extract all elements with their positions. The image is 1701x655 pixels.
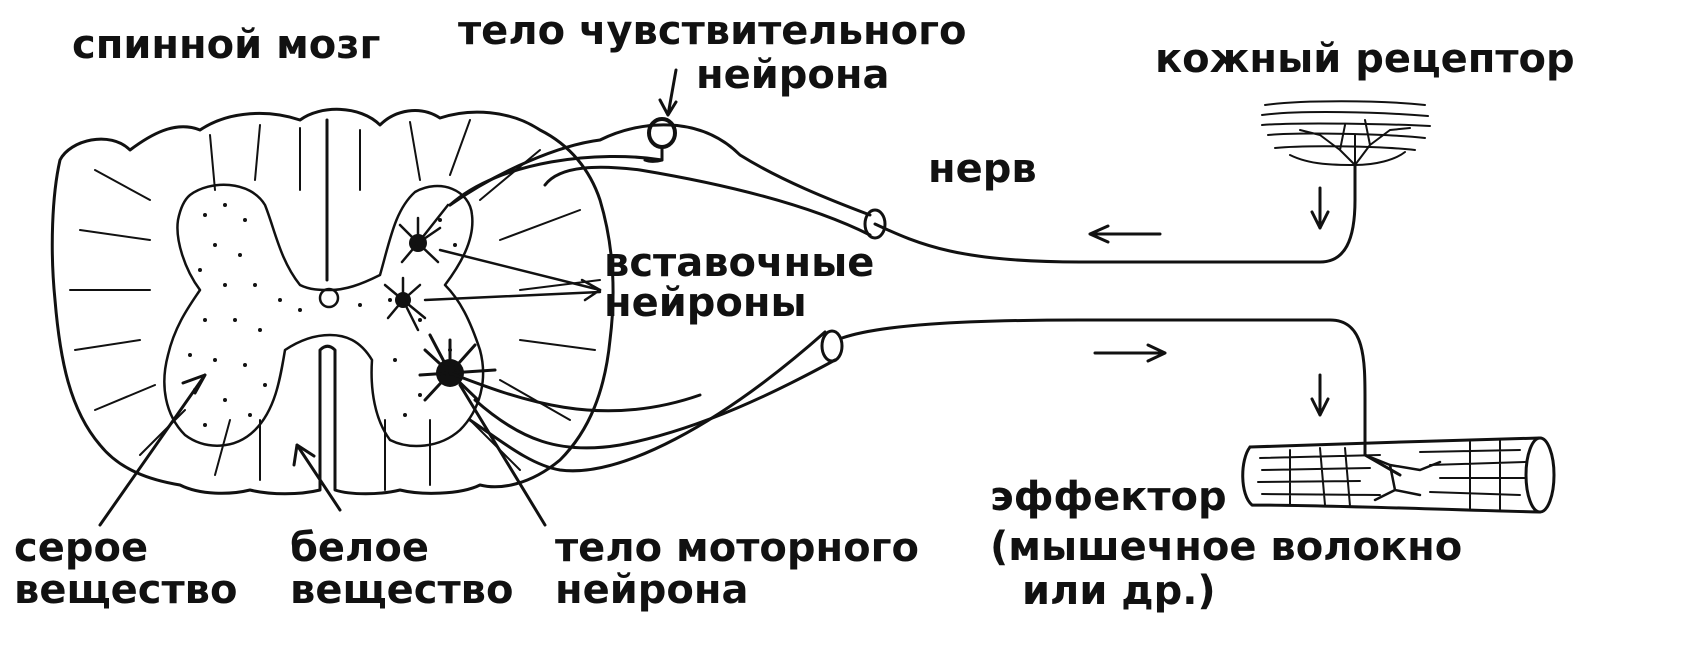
motor-pathway	[450, 320, 1400, 475]
interneuron-pointer-upper	[440, 250, 600, 290]
labels: спинной мозг тело чувствительного нейрон…	[14, 8, 1575, 614]
nerve-tube-end-lower	[822, 331, 842, 361]
ventral-root-inner	[470, 332, 825, 471]
label-white-matter-line2: вещество	[290, 567, 513, 613]
interneuron-lower	[385, 278, 425, 330]
receptor-endings	[1290, 120, 1410, 165]
label-motor-body-line2: нейрона	[555, 567, 749, 613]
sensory-pathway	[450, 70, 1355, 262]
effector-down-arrow	[1312, 375, 1328, 415]
label-skin-receptor: кожный рецептор	[1155, 36, 1575, 82]
motor-axon	[450, 320, 1400, 475]
label-effector-line3: или др.)	[1022, 568, 1216, 614]
label-effector-line2: (мышечное волокно	[990, 524, 1462, 570]
muscle-fiber-end	[1526, 438, 1554, 512]
label-interneurons-line2: нейроны	[604, 280, 807, 326]
label-sensory-body-line2: нейрона	[696, 52, 890, 98]
ventral-root-outer	[475, 360, 835, 448]
dorsal-root-inner	[545, 167, 870, 235]
central-canal	[320, 289, 338, 307]
sensory-neuron-body	[649, 119, 675, 147]
label-motor-body-line1: тело моторного	[555, 525, 919, 571]
afferent-direction-arrow	[1090, 226, 1160, 242]
label-sensory-body-line1: тело чувствительного	[458, 8, 967, 54]
label-nerve: нерв	[928, 146, 1037, 192]
motor-body-pointer	[460, 385, 545, 525]
skin-receptor	[1262, 101, 1430, 228]
interneuron-upper	[400, 205, 448, 262]
interneurons	[385, 205, 495, 400]
efferent-direction-arrow	[1095, 345, 1165, 361]
label-gray-matter-line2: вещество	[14, 567, 237, 613]
label-gray-matter-line1: серое	[14, 525, 148, 571]
skin-layer	[1262, 101, 1430, 150]
white-matter-pointer	[294, 445, 340, 510]
sensory-body-pointer-arrow	[660, 70, 676, 115]
label-spinal-cord: спинной мозг	[72, 22, 380, 68]
gray-matter	[164, 185, 483, 446]
label-white-matter-line1: белое	[290, 525, 429, 571]
receptor-down-arrow	[1312, 188, 1328, 228]
gray-matter-pointer	[100, 375, 205, 525]
label-effector-line1: эффектор	[990, 474, 1227, 520]
